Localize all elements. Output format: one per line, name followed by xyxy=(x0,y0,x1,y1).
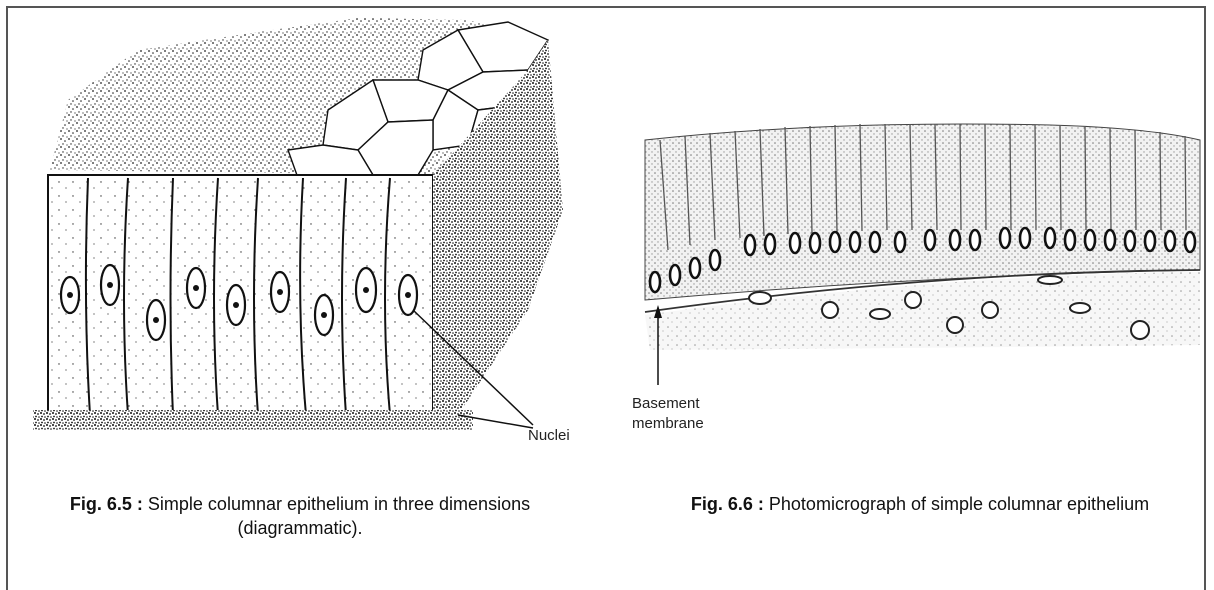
photomicrograph: Basement membrane xyxy=(630,100,1210,445)
epithelium-layer xyxy=(645,124,1200,300)
caption-text: Simple columnar epithelium in three dime… xyxy=(143,494,530,538)
caption-text: Photomicrograph of simple columnar epith… xyxy=(764,494,1149,514)
nuclei-label: Nuclei xyxy=(528,427,570,444)
caption-number: Fig. 6.5 : xyxy=(70,494,143,514)
basement-membrane-label-line1: Basement xyxy=(632,395,700,412)
figure-caption-left: Fig. 6.5 : Simple columnar epithelium in… xyxy=(40,492,560,540)
columnar-epithelium-3d-diagram: Nuclei xyxy=(28,10,608,450)
figure-caption-right: Fig. 6.6 : Photomicrograph of simple col… xyxy=(660,492,1180,516)
base-tissue xyxy=(33,410,473,430)
basement-membrane-label-line2: membrane xyxy=(632,415,704,432)
caption-number: Fig. 6.6 : xyxy=(691,494,764,514)
